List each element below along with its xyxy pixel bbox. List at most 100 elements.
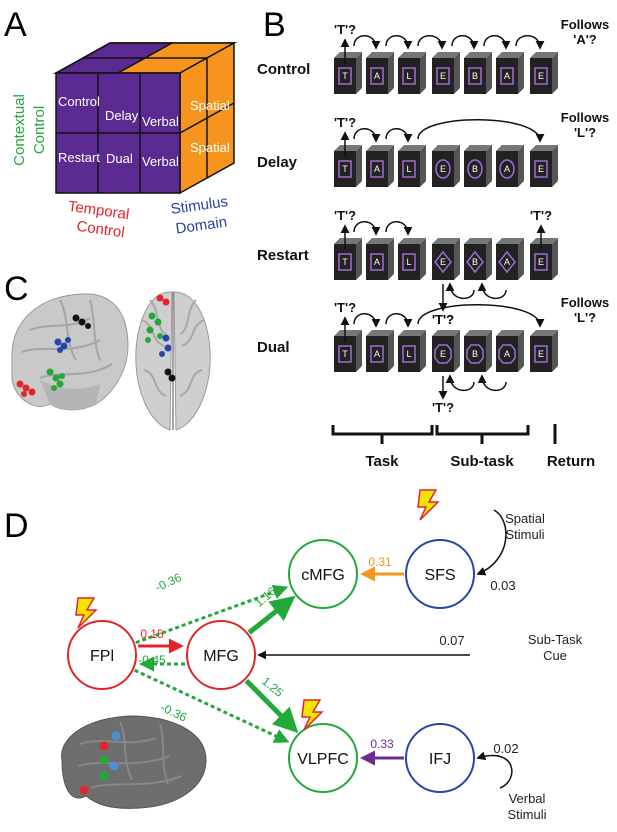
stimulus-card: T (334, 145, 362, 187)
stimulus-card: A (496, 145, 524, 187)
edge-weight: 0.15 (140, 627, 164, 641)
input-label: Stimuli (505, 527, 544, 542)
end-question: 'T'? (530, 208, 552, 223)
node-label: SFS (424, 567, 455, 584)
svg-text:Follows: Follows (561, 295, 609, 310)
stimulus-letter: E (538, 71, 544, 81)
condition-cube: Control Delay Restart Dual Verbal Verbal… (53, 41, 237, 195)
stimulus-card: E (530, 52, 558, 94)
stimulus-letter: E (440, 349, 446, 359)
condition-label-delay: Delay (257, 154, 298, 171)
stimulus-card: A (366, 330, 394, 372)
stimulation-bolt-icon (75, 597, 98, 629)
stimulus-letter: A (504, 257, 510, 267)
edge-mfg-vlpfc: 1.25 (244, 674, 299, 734)
stimulation-bolt-icon (417, 489, 440, 521)
stimulus-card: A (496, 330, 524, 372)
condition-label-dual: Dual (257, 339, 290, 356)
edge-weight: -0.36 (153, 570, 184, 594)
small-brain-marker-green-1 (99, 755, 109, 765)
node-fpl: FPl (67, 620, 137, 690)
stimulus-card: B (464, 145, 492, 187)
edge-weight: 0.31 (368, 555, 392, 569)
stimulus-letter: A (504, 164, 510, 174)
end-question: Follows'A'? (561, 17, 609, 47)
stimulus-card: L (398, 238, 426, 280)
stimulus-letter: B (472, 164, 478, 174)
edge-fpl-mfg: 0.15 (138, 627, 184, 654)
phase-braces (331, 424, 557, 444)
stimulus-letter: B (472, 349, 478, 359)
temporal-control-axis-label: Temporal Control (67, 198, 130, 241)
brain-lateral-view (11, 293, 129, 411)
lateral-red-markers (16, 380, 36, 397)
small-brain-marker-blue-2 (109, 761, 119, 771)
stimulus-letter: L (406, 164, 411, 174)
stimulus-letter: E (440, 164, 446, 174)
start-question: 'T'? (334, 22, 356, 37)
phase-return-label: Return (547, 453, 595, 470)
svg-text:'T'?: 'T'? (530, 208, 552, 223)
stimulus-card: L (398, 330, 426, 372)
edge-ifj-vlpfc: 0.33 (360, 737, 404, 766)
stimulus-letter: T (342, 257, 348, 267)
input-label: Sub-Task (528, 632, 583, 647)
node-mfg: MFG (186, 620, 256, 690)
stimulus-card: T (334, 238, 362, 280)
stimulus-letter: B (472, 71, 478, 81)
input-weight: 0.02 (493, 741, 518, 756)
stimulus-card: E (530, 238, 558, 280)
stimulus-card: A (496, 238, 524, 280)
stimulus-letter: E (440, 71, 446, 81)
start-question: 'T'? (334, 300, 356, 315)
stimulus-card: B (464, 238, 492, 280)
node-label: MFG (203, 648, 239, 665)
cube-label-verbal-2: Verbal (142, 154, 179, 169)
stimulus-card: B (464, 52, 492, 94)
stimulus-letter: A (504, 349, 510, 359)
edge-weight: 0.33 (370, 737, 394, 751)
node-label: cMFG (301, 567, 345, 584)
svg-text:Control: Control (75, 218, 125, 242)
phase-subtask-label: Sub-task (450, 453, 514, 470)
mid-question-top: 'T'? (432, 312, 454, 327)
small-brain-marker-blue-1 (111, 731, 121, 741)
node-cmfg: cMFG (288, 539, 358, 609)
stimulus-card: E (432, 52, 460, 94)
stimulus-card: T (334, 52, 362, 94)
input-label: Spatial (505, 511, 545, 526)
svg-text:Control: Control (31, 106, 48, 154)
input-label: Verbal (509, 791, 546, 806)
node-label: IFJ (429, 751, 451, 768)
contextual-control-axis-label: Contextual Control (11, 94, 48, 166)
stimulus-letter: E (440, 257, 446, 267)
stimulus-card: T (334, 330, 362, 372)
node-label: FPl (90, 648, 114, 665)
stimulus-card: E (432, 145, 460, 187)
end-question: Follows'L'? (561, 110, 609, 140)
small-brain-marker-red-2 (79, 785, 89, 795)
panel-d-letter: D (4, 507, 29, 545)
input-weight: 0.03 (490, 578, 515, 593)
stimulus-letter: T (342, 164, 348, 174)
top-black-markers (164, 368, 176, 382)
edge-weight: 1.16 (252, 584, 279, 610)
stimulus-letter: T (342, 71, 348, 81)
node-ifj: IFJ (405, 723, 475, 793)
edge-mfg-fpl: -0.45 (138, 653, 185, 672)
stimulus-card: A (366, 238, 394, 280)
svg-text:'L'?: 'L'? (574, 125, 596, 140)
stimulus-card: E (432, 330, 460, 372)
node-label: VLPFC (297, 751, 349, 768)
stimulus-card: L (398, 145, 426, 187)
start-question: 'T'? (334, 208, 356, 223)
stimulus-letter: T (342, 349, 348, 359)
stimulus-card: A (366, 145, 394, 187)
stimulus-letter: A (374, 257, 380, 267)
start-question: 'T'? (334, 115, 356, 130)
svg-text:Contextual: Contextual (11, 94, 28, 166)
svg-text:Follows: Follows (561, 17, 609, 32)
